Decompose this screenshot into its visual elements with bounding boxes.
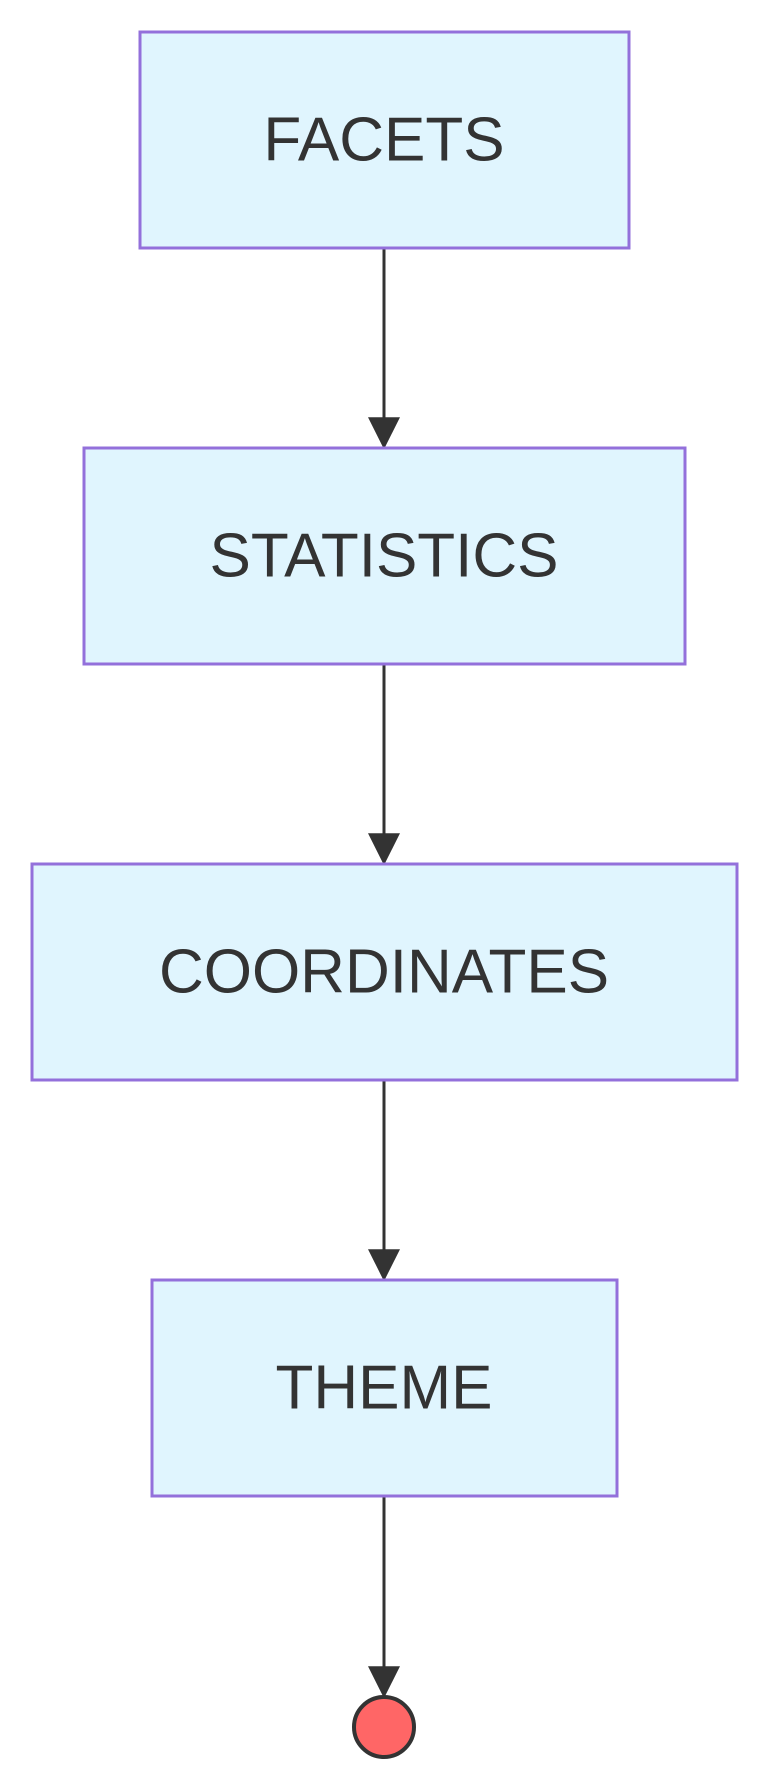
node-statistics: STATISTICS [82,446,687,666]
node-facets-label: FACETS [263,106,504,175]
node-theme: THEME [150,1278,619,1498]
node-facets: FACETS [138,30,631,250]
node-coordinates: COORDINATES [30,862,739,1082]
node-coordinates-label: COORDINATES [159,938,609,1007]
node-theme-label: THEME [276,1354,493,1423]
node-statistics-label: STATISTICS [209,522,558,591]
end-node [352,1695,416,1759]
